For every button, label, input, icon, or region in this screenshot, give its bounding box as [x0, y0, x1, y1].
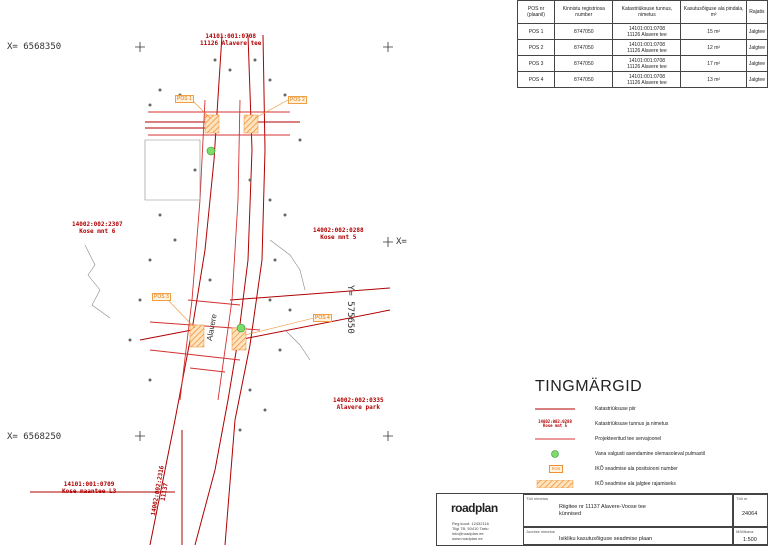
title-cell: Töö nimetus Riigitee nr 11137 Alavere-Vo… [523, 494, 733, 527]
grid-crosses [135, 42, 393, 441]
scale-value: 1:500 [743, 537, 757, 543]
table-cell: 14101:001:0708 11126 Alavere tee [612, 23, 682, 40]
legend-item-label: Projekteeritud tee servajoonel [595, 436, 662, 442]
coord-y-right: Y= 575650 [345, 285, 355, 334]
table-cell: POS 1 [516, 23, 556, 40]
drawing-cell: Joonise nimetus Isikliku kasutusõiguse s… [523, 527, 733, 545]
pos-table-header: POS nr (plaanil) Kinnistu registriosa nu… [516, 0, 768, 24]
table-cell: POS 2 [516, 39, 556, 56]
table-cell: POS 3 [516, 55, 556, 72]
company-line: info@roadplan.ee [452, 531, 484, 536]
table-cell: 15 m² [680, 23, 747, 40]
cadastral-boundaries [30, 34, 391, 545]
pos-tag-icon: POS [549, 465, 563, 473]
pos-leaders [164, 97, 315, 336]
table-cell: 8747050 [554, 39, 614, 56]
legend: TINGMÄRGID Katastriüksuse piir 14002:002… [535, 378, 760, 492]
table-cell: 8747050 [554, 55, 614, 72]
table-cell: 14101:001:0708 11126 Alavere tee [612, 71, 682, 88]
company-line: www.roadplan.ee [452, 536, 483, 541]
pos-tag-3: POS 3 [152, 293, 171, 301]
parcel-label-sample: 14002:002:0288 Kose mnt 5 [538, 419, 572, 428]
title-block: roadplan Reg.kood: 12432116 Tilgi 7B, 50… [436, 493, 768, 546]
company-line: Reg.kood: 12432116 [452, 521, 489, 526]
pos-tag-1: POS 1 [175, 95, 194, 103]
hatch-area-icon [536, 480, 574, 488]
cadastral-line-icon [535, 408, 575, 410]
table-cell: 14101:001:0708 11126 Alavere tee [612, 55, 682, 72]
table-cell: 14101:001:0708 11126 Alavere tee [612, 39, 682, 56]
company-line: Tilgi 7B, 50410 Tartu [452, 526, 489, 531]
legend-item-label: Katastriüksuse tunnus ja nimetus [595, 421, 669, 427]
legend-item: 14002:002:0288 Kose mnt 5 Katastriüksuse… [535, 417, 760, 432]
work-no-label: Töö nr [736, 496, 748, 501]
col-structure: Rajatis [745, 0, 768, 24]
work-no-cell: Töö nr 24064 [733, 494, 768, 527]
coord-x-bottom: X= 6568250 [7, 432, 62, 442]
table-row: POS 1 8747050 14101:001:0708 11126 Alave… [516, 23, 768, 40]
pos-tag-2: POS 2 [288, 96, 307, 104]
table-row: POS 3 8747050 14101:001:0708 11126 Alave… [516, 55, 768, 72]
table-cell: Jalgtee [745, 39, 768, 56]
col-registry: Kinnistu registriosa number [554, 0, 614, 24]
tree-symbols [128, 58, 302, 432]
lamp-icon [551, 450, 559, 458]
col-cadastre: Katastriüksuse tunnus, nimetus [612, 0, 682, 24]
drawing-value: Isikliku kasutusõiguse seadmise plaan [559, 536, 653, 542]
road-edge-icon [535, 438, 575, 440]
legend-item: Katastriüksuse piir [535, 402, 760, 417]
table-cell: 17 m² [680, 55, 747, 72]
coord-x-right: X= [396, 237, 407, 247]
legend-item-label: Vana valgusti asendamine olemasoleval pu… [595, 451, 705, 457]
road-edges [148, 99, 290, 401]
title-value: Riigitee nr 11137 Alavere-Voose tee künn… [559, 504, 646, 517]
company-logo: roadplan Reg.kood: 12432116 Tilgi 7B, 50… [437, 494, 524, 545]
legend-item: Vana valgusti asendamine olemasoleval pu… [535, 447, 760, 462]
table-cell: Jalgtee [745, 71, 768, 88]
table-cell: Jalgtee [745, 55, 768, 72]
legend-title: TINGMÄRGID [535, 378, 643, 395]
terrain-outlines [84, 139, 311, 361]
logo-text: roadplan [451, 501, 498, 515]
col-pos: POS nr (plaanil) [516, 0, 556, 24]
legend-item-label: Katastriüksuse piir [595, 406, 636, 412]
legend-item: IKÕ seadmise ala jalgtee rajamiseks [535, 477, 760, 492]
table-cell: POS 4 [516, 71, 556, 88]
legend-item: Projekteeritud tee servajoonel [535, 432, 760, 447]
pos-table: POS nr (plaanil) Kinnistu registriosa nu… [516, 0, 768, 88]
company-details: Reg.kood: 12432116 Tilgi 7B, 50410 Tartu… [452, 521, 489, 541]
scale-cell: Mõõtkava 1:500 [733, 527, 768, 545]
legend-item: POS IKÕ seadmise ala positsiooni number [535, 462, 760, 477]
coord-x-top: X= 6568350 [7, 42, 62, 52]
drawing-label: Joonise nimetus [526, 529, 555, 534]
legend-item-label: IKÕ seadmise ala jalgtee rajamiseks [595, 481, 676, 487]
iko-areas [189, 114, 259, 351]
work-no-value: 24064 [742, 511, 758, 517]
title-label: Töö nimetus [526, 496, 549, 501]
table-cell: 12 m² [680, 39, 747, 56]
table-cell: 8747050 [554, 71, 614, 88]
pos-tag-4: POS 4 [313, 314, 332, 322]
table-row: POS 2 8747050 14101:001:0708 11126 Alave… [516, 39, 768, 56]
lamp-symbols [206, 146, 246, 333]
table-cell: 8747050 [554, 23, 614, 40]
table-cell: 13 m² [680, 71, 747, 88]
legend-item-label: IKÕ seadmise ala positsiooni number [595, 466, 678, 472]
scale-label: Mõõtkava [736, 529, 754, 534]
table-cell: Jalgtee [745, 23, 768, 40]
col-area: Kasutusõiguse ala pindala, m² [680, 0, 747, 24]
table-row: POS 4 8747050 14101:001:0708 11126 Alave… [516, 71, 768, 88]
